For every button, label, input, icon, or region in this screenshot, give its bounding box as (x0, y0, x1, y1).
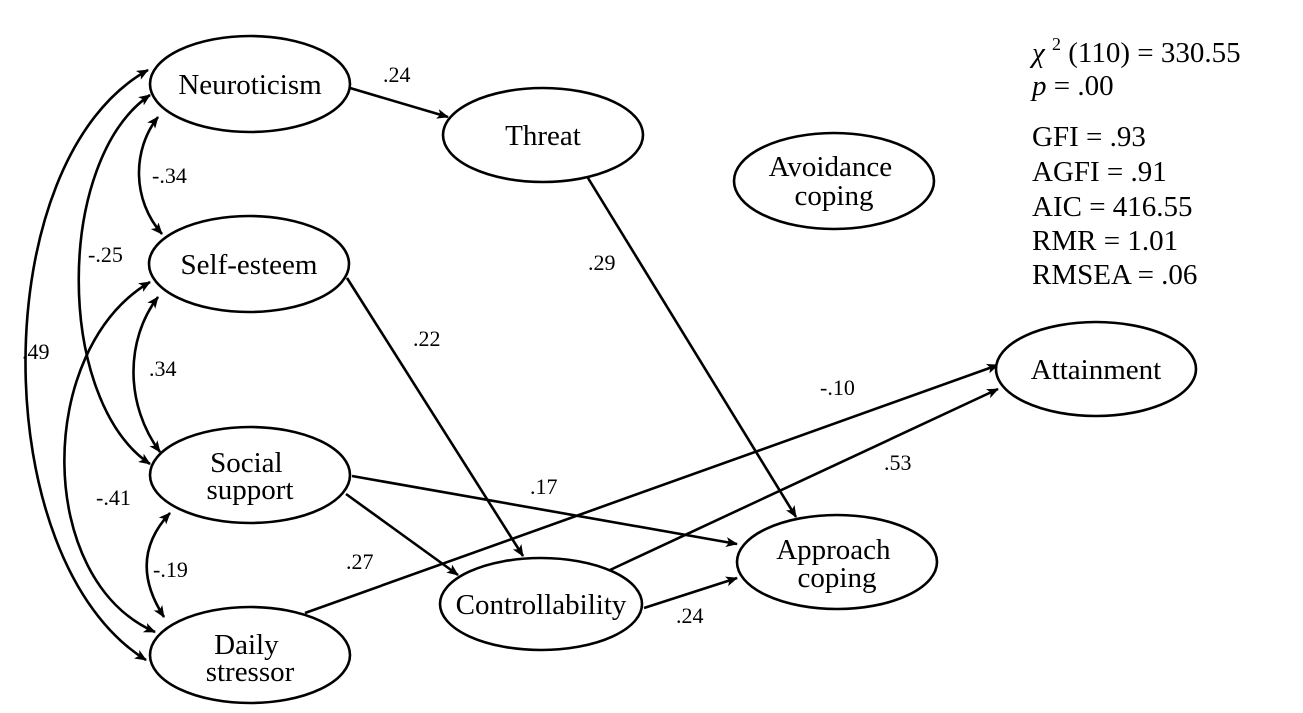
fit-agfi: AGFI = .91 (1032, 156, 1167, 188)
label-path-controllability-attainment: .53 (884, 450, 912, 475)
label-path-daily-stressor-attainment: -.10 (820, 375, 855, 400)
node-daily-stressor-line2: stressor (206, 656, 295, 688)
fit-chi-square: χ 2 (110) = 330.55 (1029, 25, 1241, 69)
node-attainment: Attainment (994, 320, 1198, 418)
fit-chi-symbol: χ (1029, 37, 1046, 69)
label-corr-social-support-daily-stressor: -.19 (153, 557, 188, 582)
corr-neuroticism-daily-stressor (24, 68, 149, 662)
path-self-esteem-controllability (345, 277, 525, 557)
node-social-support-line1: Social (210, 447, 283, 479)
node-avoidance-coping: Avoidance coping (732, 131, 936, 231)
fit-chi-superscript: 2 (1052, 34, 1061, 54)
label-corr-neuroticism-social-support: -.25 (88, 242, 123, 267)
label-path-threat-approach-coping: .29 (588, 250, 616, 275)
node-attainment-label: Attainment (1031, 354, 1161, 386)
fit-statistics: χ 2 (110) = 330.55 p = .00 GFI = .93 AGF… (1029, 25, 1241, 291)
fit-p-rest: = .00 (1054, 70, 1114, 102)
node-daily-stressor-label: Daily stressor (206, 629, 295, 688)
node-self-esteem-label: Self-esteem (181, 249, 318, 281)
fit-aic: AIC = 416.55 (1032, 191, 1193, 223)
label-corr-self-esteem-social-support: .34 (149, 356, 177, 381)
node-approach-coping-label: Approach coping (776, 534, 898, 594)
node-approach-coping-line1: Approach (776, 534, 891, 566)
node-threat: Threat (441, 86, 645, 184)
fit-rmsea: RMSEA = .06 (1032, 259, 1197, 291)
node-approach-coping-line2: coping (798, 562, 877, 594)
fit-gfi: GFI = .93 (1032, 121, 1146, 153)
label-path-neuroticism-threat: .24 (383, 62, 411, 87)
node-self-esteem: Self-esteem (147, 214, 351, 314)
label-path-social-support-approach-coping: .17 (530, 474, 558, 499)
corr-neuroticism-social-support (77, 93, 151, 466)
path-social-support-approach-coping (351, 474, 738, 548)
node-approach-coping: Approach coping (735, 513, 939, 611)
node-neuroticism: Neuroticism (148, 34, 352, 134)
fit-p-symbol: p (1030, 70, 1047, 102)
label-path-social-support-controllability: .27 (346, 549, 374, 574)
label-path-self-esteem-controllability: .22 (413, 326, 441, 351)
corr-social-support-daily-stressor (145, 512, 171, 618)
path-controllability-attainment (609, 387, 999, 572)
node-avoidance-coping-line1: Avoidance (769, 151, 892, 183)
node-social-support-label: Social support (207, 447, 294, 506)
label-corr-self-esteem-daily-stressor: -.41 (96, 485, 131, 510)
fit-rmr: RMR = 1.01 (1032, 225, 1178, 257)
node-controllability-label: Controllability (456, 589, 627, 621)
node-threat-label: Threat (505, 120, 581, 152)
node-daily-stressor-line1: Daily (214, 629, 279, 661)
node-neuroticism-label: Neuroticism (178, 69, 322, 101)
corr-self-esteem-daily-stressor (63, 280, 156, 634)
node-social-support: Social support (148, 425, 352, 525)
node-avoidance-coping-label: Avoidance coping (769, 151, 900, 212)
node-social-support-line2: support (207, 474, 294, 506)
node-daily-stressor: Daily stressor (148, 605, 352, 705)
path-daily-stressor-attainment (304, 363, 999, 615)
path-threat-approach-coping (586, 177, 798, 518)
path-controllability-approach-coping (643, 576, 738, 610)
node-controllability: Controllability (438, 556, 644, 652)
fit-chi-rest: (110) = 330.55 (1068, 37, 1240, 69)
label-corr-neuroticism-self-esteem: -.34 (152, 163, 187, 188)
label-path-controllability-approach-coping: .24 (676, 603, 704, 628)
path-social-support-controllability (345, 492, 459, 577)
label-corr-neuroticism-daily-stressor: .49 (22, 339, 50, 364)
path-neuroticism-threat (349, 86, 449, 119)
node-avoidance-coping-line2: coping (795, 180, 874, 212)
fit-p-value: p = .00 (1030, 70, 1114, 102)
